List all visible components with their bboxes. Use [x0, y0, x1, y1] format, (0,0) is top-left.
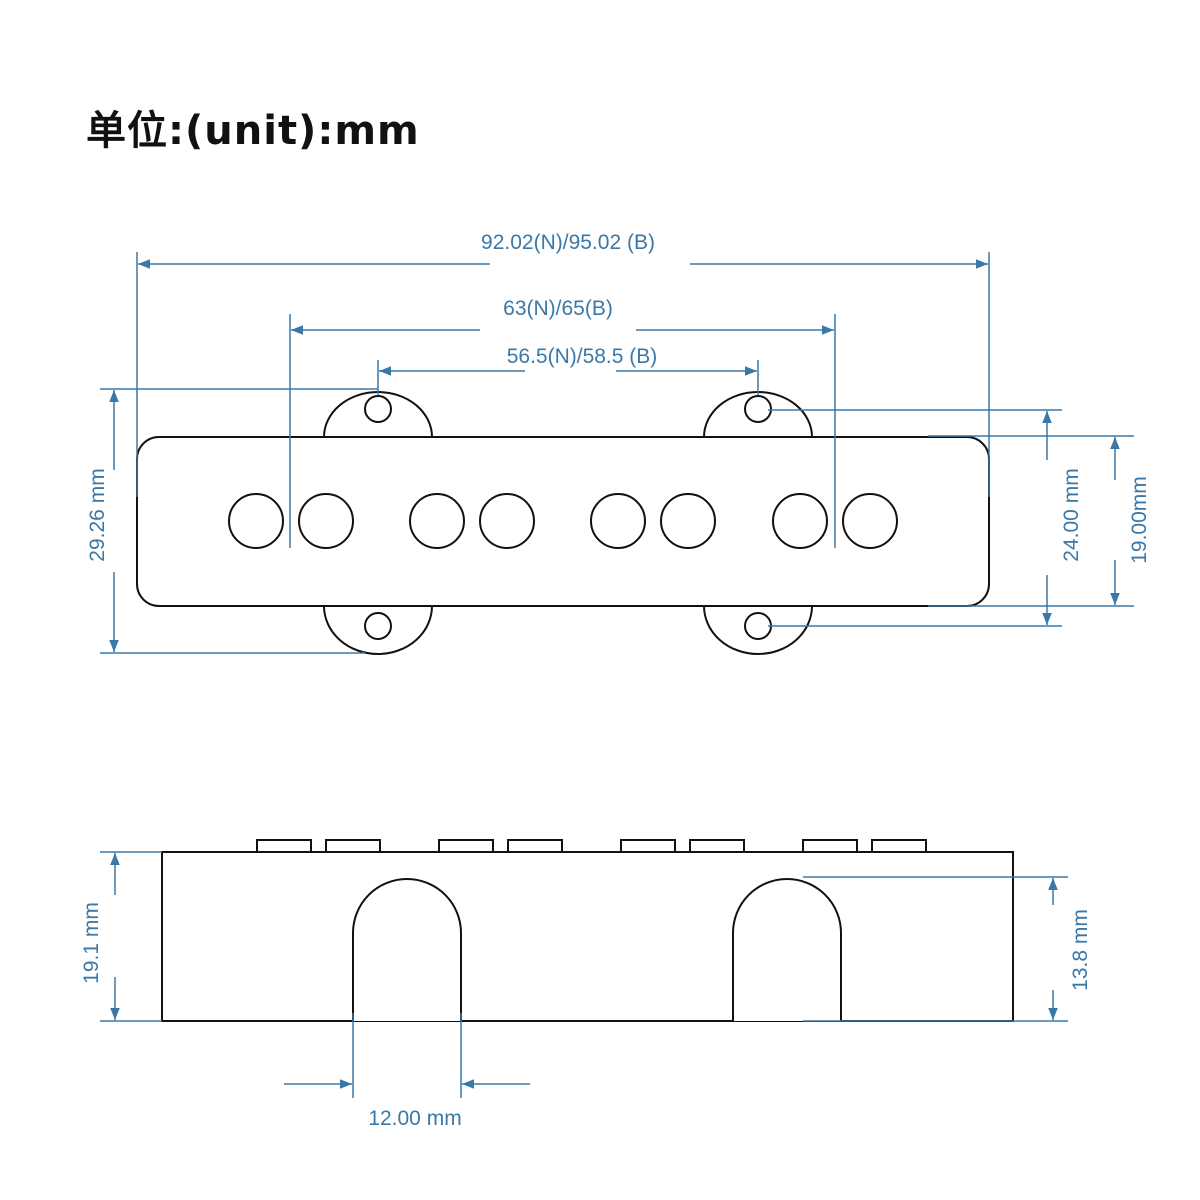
page-title: 单位:(unit):mm [86, 108, 420, 154]
side-view [161, 839, 1014, 1022]
mount-hole [364, 612, 392, 640]
dim-label-leg-height: 13.8 mm [1069, 909, 1092, 991]
dim-label-total-height: 29.26 mm [86, 468, 109, 561]
mount-hole [744, 395, 772, 423]
dim-label-side-body-height: 19.1 mm [80, 902, 103, 984]
pole-piece [842, 493, 898, 549]
pole-top [256, 839, 312, 853]
pole-piece [228, 493, 284, 549]
dim-label-overall-length: 92.02(N)/95.02 (B) [481, 231, 655, 254]
pickup-body-side [161, 851, 1014, 1022]
pole-piece [409, 493, 465, 549]
pole-top [507, 839, 563, 853]
mount-leg-right [732, 878, 842, 1021]
dim-mount-hole-spacing: 56.5(N)/58.5 (B) [377, 345, 759, 395]
mount-leg-left [352, 878, 462, 1021]
pole-top [325, 839, 381, 853]
dim-label-mount-hole-height: 24.00 mm [1060, 468, 1083, 561]
pole-top [871, 839, 927, 853]
dim-label-mount-hole-spacing: 56.5(N)/58.5 (B) [507, 345, 658, 368]
pole-top [438, 839, 494, 853]
dim-label-body-height: 19.00mm [1128, 476, 1151, 564]
dim-mount-hole-height: 24.00 mm [768, 409, 1083, 627]
pole-piece [298, 493, 354, 549]
pickup-body-top [136, 436, 990, 607]
pole-piece [479, 493, 535, 549]
pole-piece [660, 493, 716, 549]
pole-piece [772, 493, 828, 549]
dim-label-leg-width: 12.00 mm [368, 1107, 461, 1130]
pole-top [802, 839, 858, 853]
mount-hole [744, 612, 772, 640]
dim-side-body-height: 19.1 mm [80, 851, 162, 1022]
dim-total-height: 29.26 mm [86, 388, 378, 654]
pole-piece [590, 493, 646, 549]
dim-leg-width: 12.00 mm [284, 1013, 530, 1130]
pole-top [689, 839, 745, 853]
dim-leg-height: 13.8 mm [803, 876, 1092, 1022]
dim-pole-span: 63(N)/65(B) [289, 297, 836, 548]
pole-top [620, 839, 676, 853]
dim-overall-length: 92.02(N)/95.02 (B) [136, 231, 990, 497]
dim-body-height: 19.00mm [928, 435, 1151, 607]
top-view [136, 391, 990, 655]
mount-hole [364, 395, 392, 423]
dim-label-pole-span: 63(N)/65(B) [503, 297, 613, 320]
